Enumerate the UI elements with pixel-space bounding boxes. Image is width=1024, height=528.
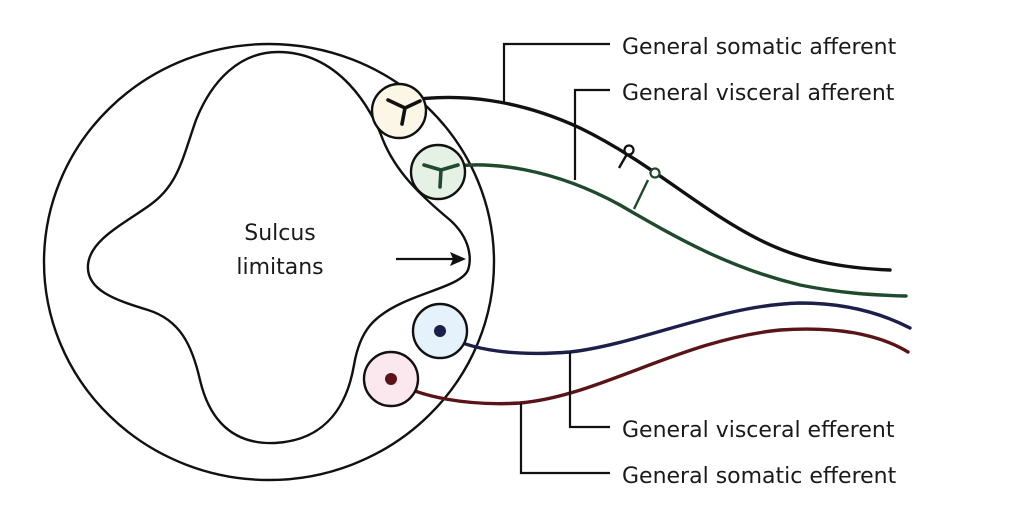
gva-label: General visceral afferent [622, 81, 895, 106]
gse-cell [362, 350, 420, 408]
sulcus-limitans-label-line1: Sulcus [244, 221, 316, 246]
gva-fiber [430, 163, 908, 298]
gva-cell [409, 143, 467, 201]
sulcus-arrow-head [450, 252, 466, 266]
gsa-leader-line [502, 42, 610, 104]
gve-label: General visceral efferent [622, 418, 895, 443]
gsa-fiber [403, 95, 892, 272]
gsa-cell-body [370, 82, 428, 140]
gsa-branch-icon [386, 98, 422, 126]
gva-receptor-icon [649, 167, 661, 179]
gve-cell [411, 302, 469, 360]
gva-receptor-stalk [632, 179, 650, 210]
gva-leader-line [573, 88, 610, 180]
gsa-cell [370, 82, 428, 140]
gse-fiber [390, 327, 910, 406]
gva-branch-icon [422, 163, 460, 189]
outer-cord-outline [42, 42, 496, 482]
gsa-receptor-stalk [617, 153, 629, 169]
gse-nucleus-icon [385, 373, 397, 385]
gve-fiber [438, 301, 912, 356]
inner-grey-matter-outline [86, 50, 471, 445]
gva-cell-body [409, 143, 467, 201]
gse-label: General somatic efferent [622, 464, 897, 489]
gse-leader-line [519, 403, 610, 475]
gsa-receptor-icon [623, 144, 635, 156]
gsa-label: General somatic afferent [622, 35, 897, 60]
gve-leader-line [568, 352, 610, 429]
gve-nucleus-icon [434, 325, 446, 337]
sulcus-limitans-label-line2: limitans [236, 255, 323, 280]
